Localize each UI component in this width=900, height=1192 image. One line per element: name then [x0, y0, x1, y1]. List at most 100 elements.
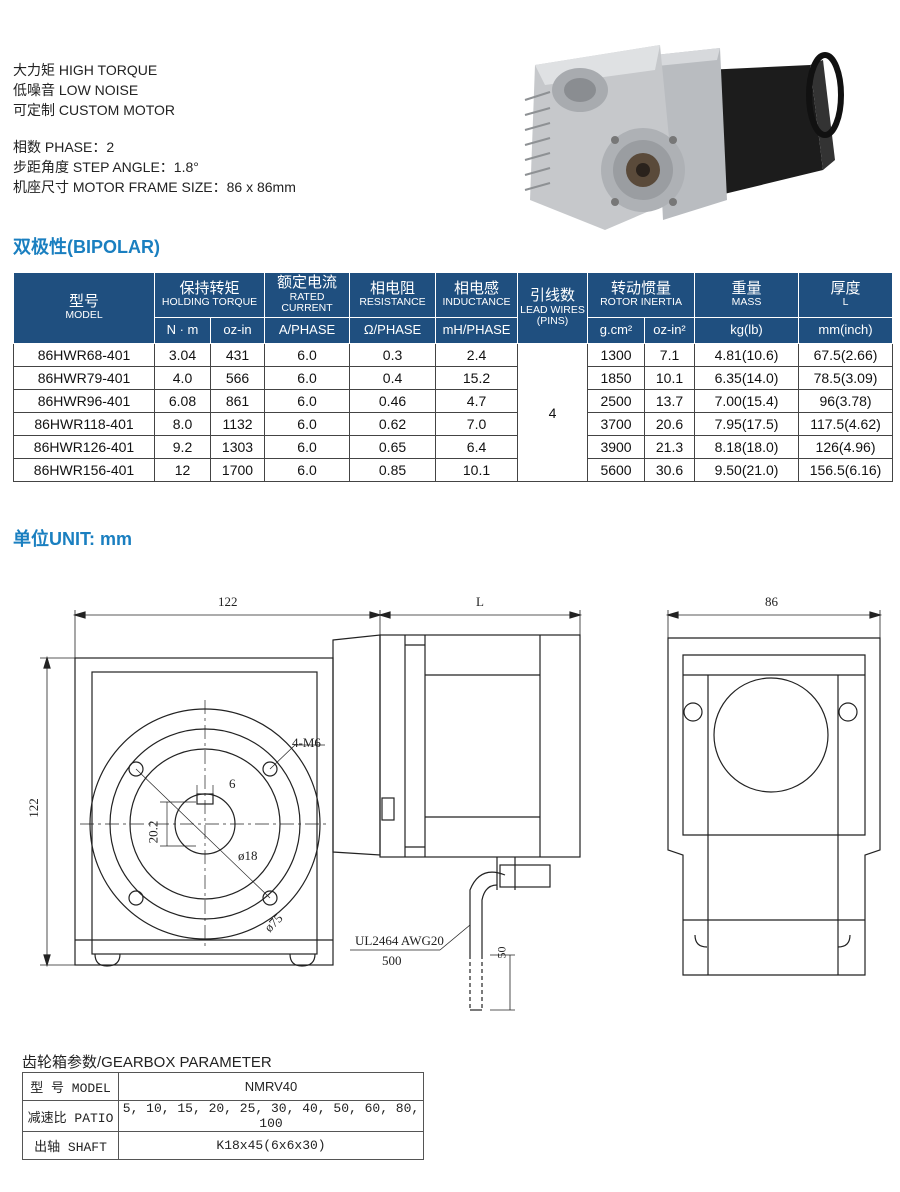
- table-cell: 13.7: [644, 389, 696, 413]
- table-cell: 86HWR126-401: [13, 435, 155, 459]
- table-cell: 156.5(6.16): [798, 458, 894, 482]
- unit-title: 单位UNIT: mm: [13, 529, 133, 549]
- table-cell: 7.00(15.4): [694, 389, 800, 413]
- unit-ohm-phase: Ω/PHASE: [349, 317, 437, 344]
- table-cell: 0.62: [349, 412, 437, 436]
- table-cell: 86HWR156-401: [13, 458, 155, 482]
- lead-wires-value: 4: [517, 343, 589, 482]
- table-cell: 4.0: [154, 366, 211, 390]
- table-cell: 15.2: [435, 366, 519, 390]
- bipolar-title: 双极性(BIPOLAR): [13, 237, 160, 257]
- table-cell: 0.46: [349, 389, 437, 413]
- label-20-2: 20.2: [145, 820, 161, 844]
- table-cell: 3700: [587, 412, 646, 436]
- param-step-angle: 步距角度 STEP ANGLE：1.8°: [13, 159, 199, 175]
- param-frame-size: 机座尺寸 MOTOR FRAME SIZE：86 x 86mm: [13, 179, 296, 195]
- unit-mh-phase: mH/PHASE: [435, 317, 519, 344]
- label-cable: UL2464 AWG20: [355, 933, 444, 948]
- table-cell: 20.6: [644, 412, 696, 436]
- table-cell: 861: [209, 389, 266, 413]
- table-cell: 78.5(3.09): [798, 366, 894, 390]
- table-cell: 21.3: [644, 435, 696, 459]
- table-cell: 86HWR68-401: [13, 343, 155, 367]
- feature-custom-motor: 可定制 CUSTOM MOTOR: [13, 102, 176, 118]
- table-cell: 1303: [209, 435, 266, 459]
- table-cell: 117.5(4.62): [798, 412, 894, 436]
- table-cell: 4.7: [435, 389, 519, 413]
- gearbox-title: 齿轮箱参数/GEARBOX PARAMETER: [22, 1054, 272, 1071]
- table-cell: 6.35(14.0): [694, 366, 800, 390]
- table-cell: 1700: [209, 458, 266, 482]
- table-cell: 9.2: [154, 435, 211, 459]
- table-cell: K18x45(6x6x30): [118, 1131, 424, 1160]
- table-cell: 5, 10, 15, 20, 25, 30, 40, 50, 60, 80, 1…: [118, 1100, 424, 1132]
- table-cell: 6.0: [264, 366, 351, 390]
- label-4-m6: 4-M6: [292, 735, 321, 750]
- table-cell: 6.0: [264, 343, 351, 367]
- unit-mm-inch: mm(inch): [798, 317, 894, 344]
- table-cell: 0.3: [349, 343, 437, 367]
- unit-ozin2: oz-in²: [644, 317, 696, 344]
- table-cell: 3900: [587, 435, 646, 459]
- table-cell: 10.1: [435, 458, 519, 482]
- table-cell: NMRV40: [118, 1072, 424, 1101]
- table-cell: 6.0: [264, 389, 351, 413]
- technical-drawing: [40, 610, 883, 1011]
- table-cell: 30.6: [644, 458, 696, 482]
- table-cell: 5600: [587, 458, 646, 482]
- label-key-6: 6: [229, 776, 236, 791]
- table-cell: 96(3.78): [798, 389, 894, 413]
- table-cell: 6.4: [435, 435, 519, 459]
- table-cell: 10.1: [644, 366, 696, 390]
- table-cell: 86HWR96-401: [13, 389, 155, 413]
- units-row: N · m oz-in A/PHASE Ω/PHASE mH/PHASE g.c…: [14, 317, 894, 344]
- table-cell: 1850: [587, 366, 646, 390]
- table-cell: 型 号 MODEL: [22, 1072, 119, 1101]
- table-cell: 7.95(17.5): [694, 412, 800, 436]
- table-cell: 8.0: [154, 412, 211, 436]
- table-cell: 9.50(21.0): [694, 458, 800, 482]
- table-cell: 6.0: [264, 412, 351, 436]
- label-d18: ø18: [238, 848, 258, 863]
- label-strip-50: 50: [494, 946, 509, 959]
- table-cell: 86HWR79-401: [13, 366, 155, 390]
- table-cell: 566: [209, 366, 266, 390]
- table-cell: 减速比 PATIO: [22, 1100, 119, 1132]
- feature-low-noise: 低噪音 LOW NOISE: [13, 82, 139, 98]
- table-cell: 6.08: [154, 389, 211, 413]
- dim-122-height: 122: [25, 798, 41, 818]
- unit-nm: N · m: [154, 317, 211, 344]
- table-cell: 7.1: [644, 343, 696, 367]
- unit-kg-lb: kg(lb): [694, 317, 800, 344]
- table-cell: 6.0: [264, 435, 351, 459]
- table-cell: 1132: [209, 412, 266, 436]
- table-cell: 0.85: [349, 458, 437, 482]
- dim-122-width: 122: [218, 594, 238, 609]
- table-cell: 431: [209, 343, 266, 367]
- table-cell: 6.0: [264, 458, 351, 482]
- table-cell: 2500: [587, 389, 646, 413]
- table-cell: 8.18(18.0): [694, 435, 800, 459]
- table-cell: 86HWR118-401: [13, 412, 155, 436]
- table-cell: 0.65: [349, 435, 437, 459]
- table-cell: 2.4: [435, 343, 519, 367]
- table-cell: 3.04: [154, 343, 211, 367]
- dim-length-l: L: [476, 594, 484, 609]
